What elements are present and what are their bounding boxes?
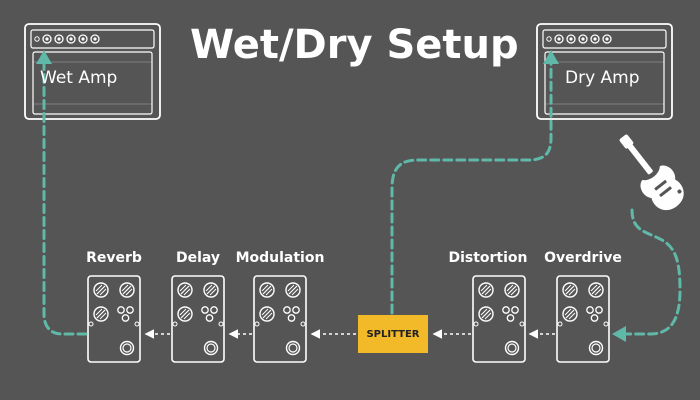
distortion-pedal: [472, 275, 526, 363]
reverb-pedal: [87, 275, 141, 363]
distortion-label: Distortion: [448, 250, 528, 266]
splitter-box: SPLITTER: [358, 315, 428, 353]
overdrive-pedal: [556, 275, 610, 363]
signal-paths: [42, 60, 682, 336]
page-title: Wet/Dry Setup: [190, 22, 519, 68]
delay-pedal: [171, 275, 225, 363]
wet-amp-label: Wet Amp: [40, 68, 118, 88]
modulation-label: Modulation: [235, 250, 325, 266]
modulation-pedal: [253, 275, 307, 363]
overdrive-input-arrow: [612, 326, 626, 342]
delay-label: Delay: [175, 250, 221, 266]
dry-amp-label: Dry Amp: [565, 68, 640, 88]
dry-amp-arrow: [543, 50, 559, 64]
reverb-label: Reverb: [86, 250, 142, 266]
wet-amp-arrow: [36, 50, 52, 64]
overdrive-label: Overdrive: [544, 250, 622, 266]
electric-guitar-icon: [619, 134, 684, 211]
splitter-label: SPLITTER: [366, 328, 420, 340]
